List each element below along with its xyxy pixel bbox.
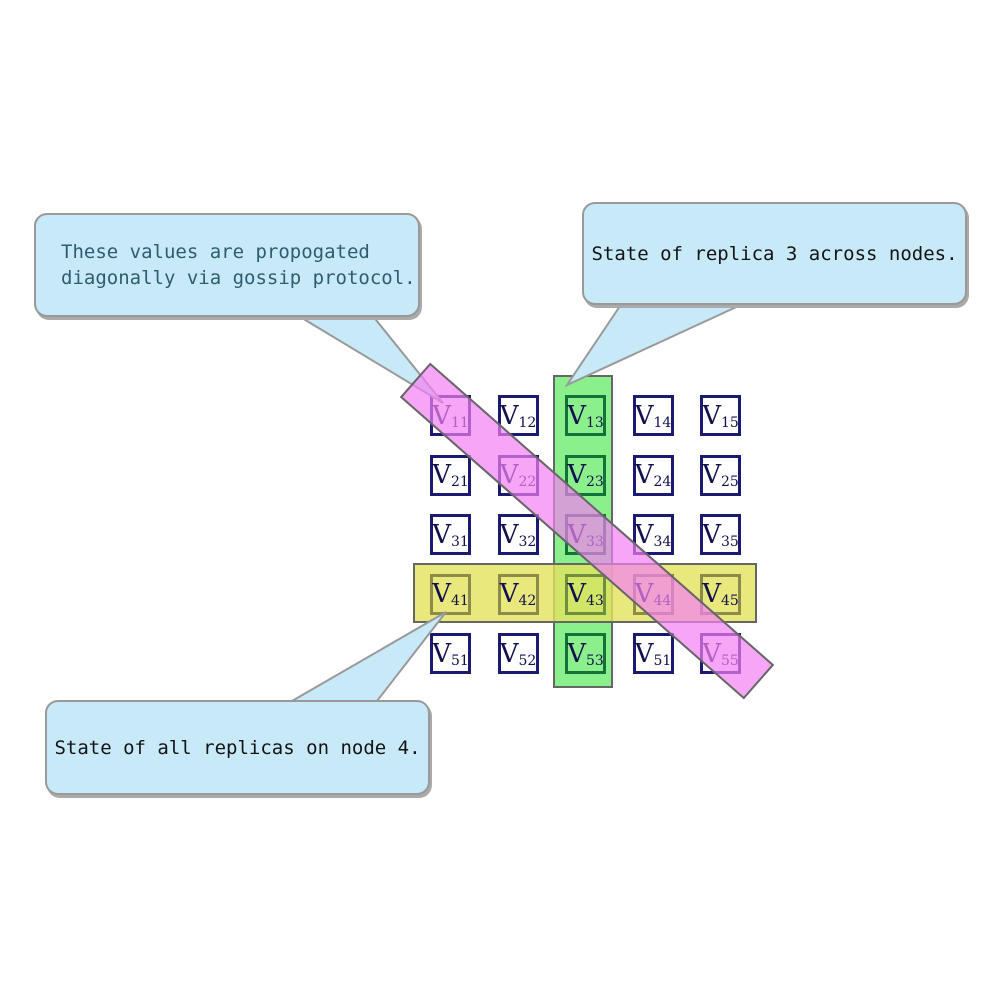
value-symbol: V	[634, 460, 654, 490]
value-subscript: 15	[720, 414, 739, 431]
value-subscript: 52	[518, 652, 537, 669]
value-symbol: V	[499, 638, 519, 669]
value-subscript: 41	[450, 593, 469, 609]
value-symbol: V	[432, 519, 451, 550]
node4-callout-text: State of all replicas on node 4.	[54, 736, 421, 759]
value-subscript: 24	[653, 474, 672, 490]
value-subscript: 34	[653, 533, 672, 550]
value-subscript: 32	[518, 533, 537, 550]
value-subscript: 23	[585, 474, 604, 490]
value-subscript: 53	[585, 652, 604, 669]
value-symbol: V	[567, 460, 586, 490]
value-subscript: 31	[450, 533, 469, 550]
value-symbol: V	[634, 400, 654, 431]
value-subscript: 42	[518, 593, 537, 609]
value-symbol: V	[432, 638, 451, 669]
value-symbol: V	[567, 638, 586, 669]
replica3-callout-text: State of replica 3 across nodes.	[591, 242, 958, 265]
value-symbol: V	[702, 400, 721, 431]
value-subscript: 45	[720, 593, 739, 609]
value-subscript: 14	[653, 414, 672, 431]
value-subscript: 12	[518, 414, 537, 431]
node4-callout-pointer	[291, 611, 447, 702]
value-subscript: 51	[450, 652, 469, 669]
replica3-callout: State of replica 3 across nodes.	[582, 202, 967, 305]
value-symbol: V	[499, 519, 519, 550]
value-subscript: 35	[720, 533, 739, 550]
value-symbol: V	[702, 519, 721, 550]
value-subscript: 43	[585, 593, 604, 609]
value-subscript: 51	[653, 652, 672, 669]
value-symbol: V	[567, 579, 586, 609]
value-symbol: V	[432, 579, 451, 609]
value-symbol: V	[634, 519, 654, 550]
value-symbol: V	[499, 400, 519, 431]
value-symbol: V	[634, 638, 654, 669]
value-symbol: V	[567, 400, 586, 431]
replica3-callout-pointer	[564, 302, 746, 388]
gossip-callout: These values are propogated diagonally v…	[34, 213, 420, 317]
value-symbol: V	[432, 460, 451, 490]
value-subscript: 21	[450, 474, 469, 490]
value-symbol: V	[702, 460, 721, 490]
value-symbol: V	[499, 579, 519, 609]
value-subscript: 25	[720, 474, 739, 490]
value-subscript: 13	[585, 414, 604, 431]
gossip-callout-line2: diagonally via gossip protocol.	[61, 267, 416, 289]
node4-callout: State of all replicas on node 4.	[45, 700, 430, 795]
gossip-callout-line1: These values are propogated	[61, 241, 370, 263]
value-symbol: V	[702, 579, 721, 609]
